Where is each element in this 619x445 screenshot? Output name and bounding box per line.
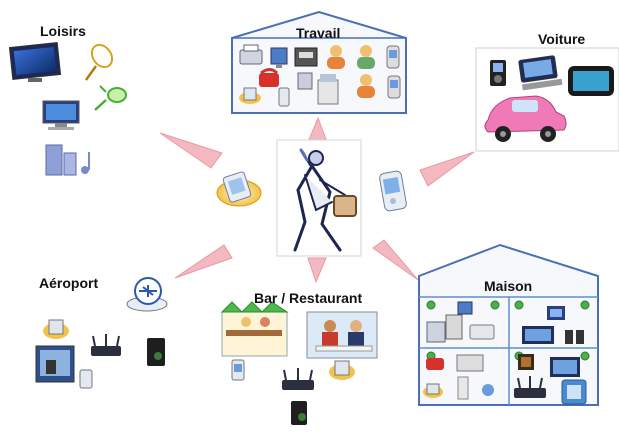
label-travail: Travail xyxy=(296,25,341,41)
tablet-icon xyxy=(423,383,443,398)
label-loisirs: Loisirs xyxy=(40,23,86,39)
tablet-icon xyxy=(329,360,355,380)
loisirs-icons xyxy=(8,42,127,176)
aeroport-icons xyxy=(35,277,168,389)
router-icon xyxy=(282,368,314,390)
pda-icon xyxy=(386,45,400,69)
tablet-icon xyxy=(43,319,69,339)
badminton-icon xyxy=(94,85,127,111)
center-card xyxy=(276,139,362,257)
maison-house xyxy=(418,243,599,406)
pda-icon xyxy=(379,170,407,212)
server-icon xyxy=(147,338,165,366)
media-player-icon xyxy=(490,60,506,86)
tablet-icon xyxy=(216,171,262,207)
computer-icon xyxy=(42,100,80,130)
tennis-racket-icon xyxy=(84,43,114,81)
user-icon xyxy=(357,74,375,98)
printer-icon xyxy=(426,321,446,343)
arrow-to-aeroport xyxy=(174,244,233,279)
computer-icon xyxy=(445,314,463,340)
computer-icon xyxy=(297,72,313,90)
traveller-clipart xyxy=(293,148,357,252)
router-icon xyxy=(514,376,546,398)
printer-icon xyxy=(294,47,318,67)
voiture-box xyxy=(475,47,619,152)
printer-icon xyxy=(317,74,339,105)
arrow-to-maison xyxy=(372,239,419,281)
restaurant-icon xyxy=(306,311,378,359)
airplane-icon xyxy=(126,277,168,312)
label-bar-restaurant: Bar / Restaurant xyxy=(254,290,363,306)
user-icon xyxy=(357,45,375,69)
label-aeroport: Aéroport xyxy=(39,275,99,291)
pda-icon xyxy=(387,75,401,99)
pda-icon xyxy=(278,87,290,107)
connector-arrows xyxy=(159,116,475,284)
pda-icon xyxy=(561,379,587,405)
computer-icon xyxy=(518,354,534,370)
computer-icon xyxy=(550,357,580,377)
arrow-to-loisirs xyxy=(159,132,223,169)
printer-icon xyxy=(456,354,484,372)
computer-icon xyxy=(547,306,565,320)
car-icon xyxy=(484,95,567,142)
pda-icon xyxy=(231,359,245,381)
server-icon xyxy=(291,401,307,425)
computer-icon xyxy=(457,301,473,315)
computer-icon xyxy=(35,345,75,383)
bar-icon xyxy=(220,301,289,357)
arrow-to-travail xyxy=(307,116,328,143)
printer-icon xyxy=(469,324,495,340)
computer-icon xyxy=(270,47,288,68)
pda-icon xyxy=(79,369,93,389)
travail-house xyxy=(231,10,407,114)
label-maison: Maison xyxy=(484,278,533,294)
printer-icon xyxy=(239,44,263,65)
computer-icon xyxy=(457,376,469,400)
status-dots xyxy=(426,300,590,361)
music-icon xyxy=(482,384,494,396)
phone-icon xyxy=(259,68,279,87)
phone-icon xyxy=(426,358,444,370)
tv-icon xyxy=(8,42,62,82)
music-icon xyxy=(45,144,90,176)
computer-icon xyxy=(518,55,563,91)
user-icon xyxy=(327,45,345,69)
tablet-icon xyxy=(239,87,261,104)
computer-icon xyxy=(522,326,554,344)
label-voiture: Voiture xyxy=(538,31,586,47)
gps-icon xyxy=(568,66,614,96)
bar-icons xyxy=(220,301,378,425)
arrow-to-bar xyxy=(307,257,327,284)
arrow-to-voiture xyxy=(419,151,475,187)
music-icon xyxy=(565,330,584,344)
router-icon xyxy=(91,334,121,356)
